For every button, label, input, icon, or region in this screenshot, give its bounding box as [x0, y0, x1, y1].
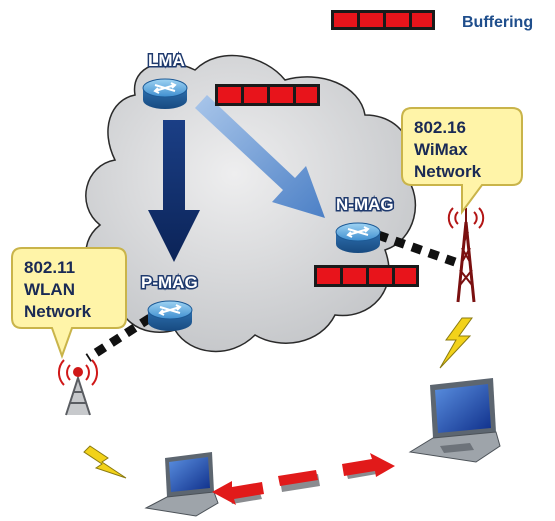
wlan-lightning-bolt-icon — [83, 445, 127, 479]
wimax-antenna-tower-icon — [447, 207, 485, 303]
pmag-label: P-MAG — [141, 273, 198, 292]
wimax-line-3: Network — [414, 162, 482, 181]
wlan-line-1: 802.11 — [24, 258, 75, 277]
wlan-line-3: Network — [24, 302, 92, 321]
wimax-line-1: 802.16 — [414, 118, 466, 137]
wimax-network-callout: 802.16 WiMax Network — [401, 107, 523, 216]
lma-label: LMA — [148, 51, 185, 70]
lma-to-nmag-arrow — [195, 95, 325, 218]
left-laptop-icon — [144, 452, 219, 517]
handover-movement-arrows — [212, 453, 395, 505]
nmag-label: N-MAG — [336, 195, 394, 214]
nmag-buffer-icon — [314, 265, 419, 287]
right-laptop-icon — [408, 378, 501, 463]
pmag-router-icon — [147, 300, 193, 331]
pmag-wlan-link — [85, 314, 153, 362]
nmag-router-icon — [335, 222, 381, 253]
nmag-wimax-link — [376, 230, 457, 267]
legend-buffer-icon — [331, 10, 435, 30]
legend: Buffering — [331, 10, 533, 31]
lma-router-icon — [142, 78, 188, 109]
lma-to-pmag-arrow — [148, 120, 200, 262]
wlan-network-callout: 802.11 WLAN Network — [11, 247, 127, 359]
wimax-line-2: WiMax — [414, 140, 468, 159]
legend-label: Buffering — [462, 14, 533, 31]
wlan-antenna-tower-icon — [57, 359, 99, 416]
wlan-line-2: WLAN — [24, 280, 75, 299]
lma-buffer-icon — [215, 84, 320, 106]
wimax-lightning-bolt-icon — [439, 317, 473, 369]
